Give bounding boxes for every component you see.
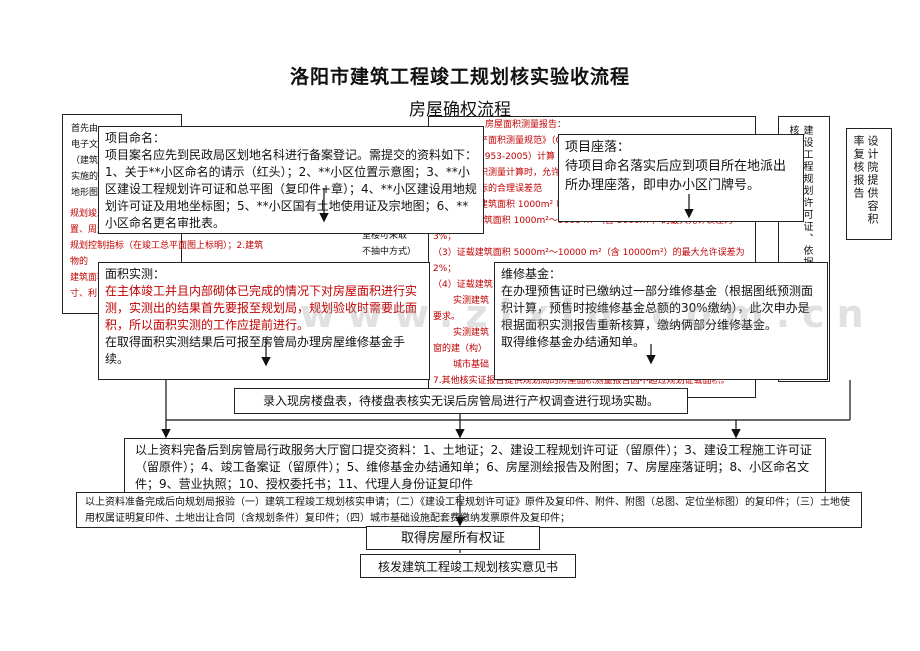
bg-left-line: 实施的 [71,172,99,182]
area-report-line: 要求。 [433,312,461,322]
area-report-line: 建筑面积 1000m² 以 [479,200,566,210]
bg-left-red-line: 规划控制指标（在竣工总平面图上标明）；2.建筑 [70,241,264,251]
planning-opinion-box: 核发建筑工程竣工规划核实意见书 [360,554,576,578]
submit-materials-box: 以上资料完备后到房管局行政服务大厅窗口提交资料：1、土地证；2、建设工程规划许可… [124,438,826,494]
page-subtitle: 房屋确权流程 [409,100,511,120]
property-certificate-text: 取得房屋所有权证 [400,531,505,546]
watermark: www.zixin.com.cn [300,292,876,336]
maintenance-fund-body: 在办理预售证时已缴纳过一部分维修基金（根据图纸预测面积计算，预售时按维修基金总额… [501,284,814,332]
capacity-review-text: 设计院提供容积率复核报告 [852,135,879,226]
maintenance-fund-box: 维修基金： 在办理预售证时已缴纳过一部分维修基金（根据图纸预测面积计算，预售时按… [494,262,828,380]
bg-left-red-line: 建筑面积 [70,273,107,283]
capacity-review-box: 设计院提供容积率复核报告 [846,128,892,240]
project-naming-box: 项目命名： 项目案名应先到民政局区划地名科进行备案登记。需提交的资料如下：1、关… [98,126,484,234]
area-report-line: 7.其他核实证报告提供规划局的房屋面积测量报告因不超过规划证载面积。 [433,376,730,386]
property-certificate-box: 取得房屋所有权证 [366,526,540,550]
bg-left-red-line: 规划竣工 [70,209,107,219]
project-address-box: 项目座落： 待项目命名落实后应到项目所在地派出所办理座落，即申办小区门牌号。 [558,134,804,222]
area-report-line: 实测建筑 [453,328,490,338]
bg-left-line: （建筑 [71,156,99,166]
project-naming-body: 项目案名应先到民政局区划地名科进行备案登记。需提交的资料如下：1、关于**小区命… [105,148,478,230]
project-address-body: 待项目命名落实后应到项目所在地派出所办理座落，即申办小区门牌号。 [565,159,787,193]
area-report-line: 积测量计算时，允许面积 [479,168,579,178]
area-report-line: 实测建筑 [453,296,490,306]
area-report-line: 7953-2005）计算 [479,152,556,162]
area-report-line: （4）证载建筑 [433,280,493,290]
bg-left-red-line: 置、周边 [70,225,107,235]
area-measurement-body: 在取得面积实测结果后可报至房管局办理房屋维修基金手续。 [105,335,406,366]
sampling-note-line: 室楼可采取 [362,231,408,241]
submit-materials-text: 以上资料完备后到房管局行政服务大厅窗口提交资料：1、土地证；2、建设工程规划许可… [135,443,812,491]
area-report-line: 2%； [433,264,457,274]
maintenance-fund-last: 取得维修基金办结通知单。 [501,335,646,349]
bg-left-line: 首先由 [71,124,99,134]
area-measurement-red-body: 在主体竣工并且内部砌体已完成的情况下对房屋面积进行实测，实测出的结果首先要报至规… [105,284,418,332]
page-title: 洛阳市建筑工程竣工规划核实验收流程 [289,66,630,88]
entry-text: 录入现房楼盘表，待楼盘表核实无误后房管局进行产权调查进行现场实勘。 [262,394,659,408]
entry-box: 录入现房楼盘表，待楼盘表核实无误后房管局进行产权调查进行现场实勘。 [234,388,688,414]
area-report-line: 产面积测量规范》（GB/T [479,136,578,146]
project-naming-heading: 项目命名： [105,131,166,145]
area-report-line: 标的合理误差范 [479,184,543,194]
sampling-note-line: 不抽中方式） [362,247,417,257]
planning-submission-text: 以上资料准备完成后向规划局报验（一）建筑工程竣工规划核实申请；（二）《建设工程规… [85,497,850,524]
bg-left-line: 电子文 [71,140,99,150]
area-measurement-heading: 面积实测： [105,267,166,281]
bg-left-red-line: 寸、利 [70,289,98,299]
sampling-note: 室楼可采取 不抽中方式） [362,228,432,260]
bg-left-red-line: 物的 [70,257,89,267]
maintenance-fund-heading: 维修基金： [501,267,562,281]
area-report-line: 城市基础 [453,360,490,370]
planning-opinion-text: 核发建筑工程竣工规划核实意见书 [377,560,558,574]
bg-left-line: 地形图 [71,188,99,198]
area-report-line: 房屋面积测量报告： [485,120,567,130]
bg-left-red-lines: 规划竣工 置、周边 规划控制指标（在竣工总平面图上标明）；2.建筑 物的 建筑面… [70,206,300,302]
project-address-heading: 项目座落： [565,140,631,155]
area-report-line: （3）证载建筑面积 5000m²～10000 m²（含 10000m²）的最大允… [433,248,745,258]
area-report-line: 窗的建（构） [433,344,488,354]
